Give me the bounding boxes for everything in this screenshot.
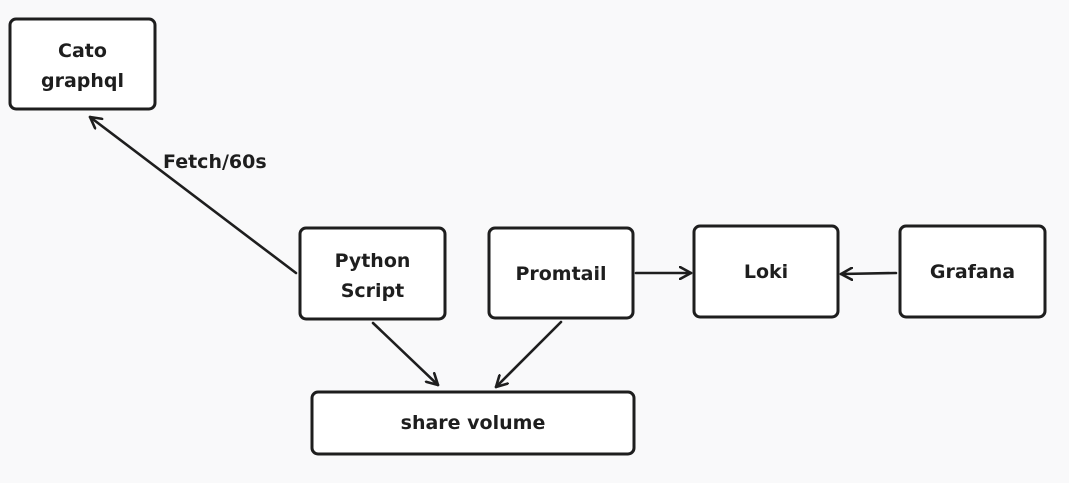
edge-python-to-cato-label: Fetch/60s xyxy=(163,151,267,173)
node-python-script: Python Script xyxy=(298,226,447,321)
node-cato-graphql-label-line-2: graphql xyxy=(41,70,124,92)
node-python-script-label-line-2: Script xyxy=(341,280,405,302)
node-cato-graphql: Cato graphql xyxy=(8,17,157,111)
node-loki-label: Loki xyxy=(744,261,788,283)
node-loki: Loki xyxy=(692,224,840,319)
edge-python-to-share-line xyxy=(371,321,440,387)
node-promtail-box xyxy=(487,226,635,320)
node-grafana: Grafana xyxy=(898,224,1047,319)
node-loki-box xyxy=(692,224,840,319)
node-promtail: Promtail xyxy=(487,226,635,320)
edge-promtail-to-share-line xyxy=(494,320,563,389)
edge-python-to-cato-line xyxy=(88,115,298,275)
node-share-volume-box xyxy=(310,390,636,456)
edge-grafana-to-loki xyxy=(839,273,898,274)
node-grafana-label: Grafana xyxy=(930,261,1015,283)
node-python-script-box xyxy=(298,226,447,321)
edge-grafana-to-loki-line xyxy=(839,273,898,274)
node-share-volume-label: share volume xyxy=(401,412,546,434)
edge-promtail-to-share xyxy=(494,320,563,389)
node-grafana-box xyxy=(898,224,1047,319)
node-cato-graphql-box xyxy=(8,17,157,111)
edge-python-to-share xyxy=(371,321,440,387)
node-promtail-label: Promtail xyxy=(515,263,606,285)
node-share-volume: share volume xyxy=(310,390,636,456)
node-python-script-label-line-1: Python xyxy=(335,250,411,272)
node-cato-graphql-label-line-1: Cato xyxy=(58,40,107,62)
edge-python-to-cato: Fetch/60s xyxy=(88,115,298,275)
